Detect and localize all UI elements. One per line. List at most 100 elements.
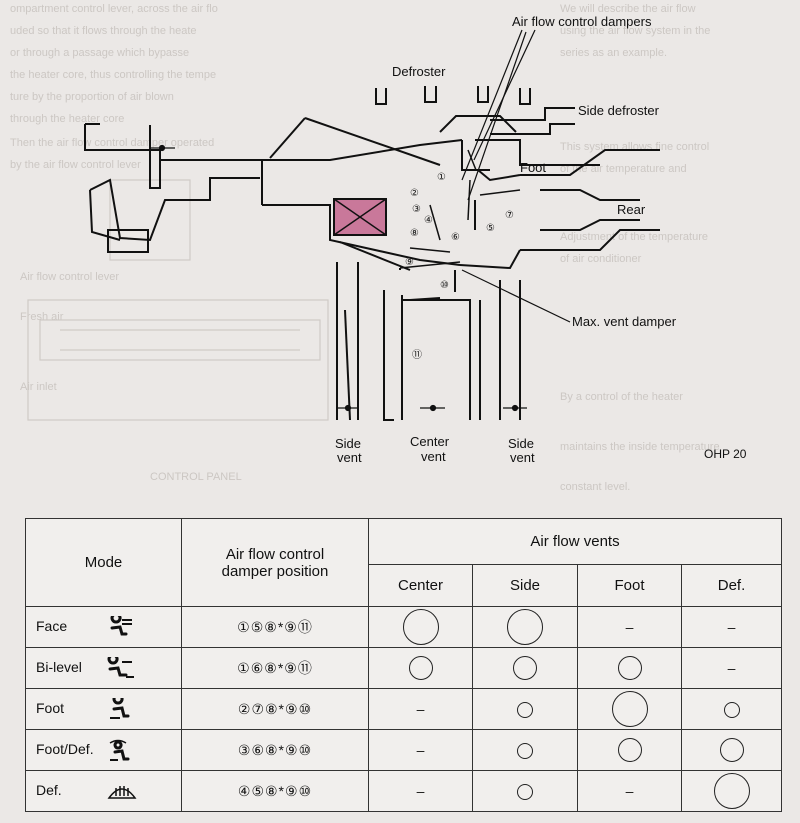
damper-number-10: ⑩: [440, 280, 449, 291]
mode-cell: Face: [25, 606, 182, 648]
center-header: Center: [368, 564, 473, 607]
svg-text:Then the air flow control damp: Then the air flow control damper operate…: [10, 137, 214, 149]
side-vent-cell: [472, 729, 578, 771]
svg-text:By a control of the heater: By a control of the heater: [560, 391, 683, 403]
damper-number-3: ③: [412, 204, 421, 215]
airflow-diagram: ompartment control lever, across the air…: [10, 3, 747, 493]
damper-position: ⑪: [297, 619, 313, 635]
small-circle-mark: [517, 701, 533, 718]
damper-position: ⑦: [251, 700, 265, 717]
vent-ducts: [336, 262, 521, 421]
leader-lines: [461, 29, 571, 323]
side-vent-cell: [472, 606, 578, 648]
damper-position: ⑨: [285, 700, 299, 717]
svg-text:or through a passage which byp: or through a passage which bypasse: [10, 47, 189, 59]
main-duct: [261, 117, 463, 271]
damper-position: ⑤: [251, 782, 265, 799]
side-vent-cell: [472, 647, 578, 689]
damper-position: ⑧*: [265, 782, 285, 799]
damper-position: ⑧*: [265, 741, 285, 758]
svg-text:uded so that it flows through: uded so that it flows through the heate: [10, 25, 197, 37]
vent-knobs: [150, 144, 527, 412]
svg-text:series as an example.: series as an example.: [560, 47, 667, 59]
damper-number-2: ②: [410, 188, 419, 199]
mode-name: Bi-level: [36, 658, 82, 675]
damper-position: ⑧*: [264, 660, 285, 676]
svg-text:We will describe the air flow: We will describe the air flow: [560, 3, 696, 15]
foot-header: Foot: [577, 564, 682, 607]
svg-text:maintains the inside temperatu: maintains the inside temperature: [560, 441, 720, 453]
foot-vent-cell: [577, 647, 682, 689]
damper-number-11: ⑪: [412, 349, 422, 361]
mode-name: Def.: [36, 781, 62, 798]
svg-text:of air conditioner: of air conditioner: [560, 253, 642, 265]
damper-position: ⑤: [250, 619, 265, 635]
damper-position: ⑨: [285, 782, 299, 799]
medium-circle-mark: [617, 738, 642, 762]
foot-vent-cell: –: [577, 606, 682, 648]
damper-position: ⑥: [250, 660, 265, 676]
damper-position: ⑩: [298, 741, 313, 758]
side-defroster-label: Side defroster: [578, 103, 660, 118]
svg-text:Air inlet: Air inlet: [20, 381, 57, 393]
side-vent-cell: [472, 770, 578, 812]
center-vent-cell: –: [368, 688, 473, 730]
none-mark: –: [625, 783, 634, 799]
mode-cell: Foot: [25, 688, 182, 730]
medium-circle-mark: [617, 656, 642, 680]
svg-text:through the heater core: through the heater core: [10, 113, 124, 125]
mode-cell: Foot/Def.: [25, 729, 182, 771]
blower-housing: [84, 123, 263, 253]
damper-number-1: ①: [437, 172, 446, 183]
svg-text:ompartment control lever, acro: ompartment control lever, across the air…: [10, 3, 218, 15]
def-vent-cell: [680, 688, 783, 730]
def-vent-cell: –: [680, 647, 783, 689]
large-circle-mark: [611, 691, 648, 727]
side-vent-right-label-2: vent: [510, 450, 535, 465]
svg-text:using the air flow system in t: using the air flow system in the: [560, 25, 710, 37]
svg-text:Adjustment of the temperature: Adjustment of the temperature: [560, 231, 708, 243]
damper-position: ⑩: [298, 782, 313, 799]
side-vent-cell: [472, 688, 578, 730]
damper-positions: ③⑥⑧*⑨⑩: [181, 729, 369, 771]
def-vent-cell: –: [680, 606, 783, 648]
small-circle-mark: [723, 701, 740, 718]
svg-text:constant level.: constant level.: [560, 481, 630, 493]
air-flow-vents-header: Air flow vents: [367, 518, 783, 565]
none-mark: –: [416, 742, 425, 758]
svg-text:Fresh air: Fresh air: [20, 311, 64, 323]
none-mark: –: [727, 619, 736, 635]
defroster-label: Defroster: [392, 64, 446, 79]
mode-name: Foot/Def.: [36, 740, 94, 757]
svg-text:ture by the proportion of air: ture by the proportion of air blown: [10, 91, 174, 103]
center-vent-cell: –: [368, 729, 473, 771]
damper-position: ⑨: [284, 660, 298, 676]
damper-position: ①: [237, 660, 251, 676]
svg-text:CONTROL PANEL: CONTROL PANEL: [150, 471, 242, 483]
damper-position: ⑥: [251, 741, 265, 758]
foot-vent-cell: [577, 688, 682, 730]
damper-box: [459, 139, 660, 270]
mode-row: Def.④⑤⑧*⑨⑩––: [25, 770, 783, 812]
damper-position: ①: [237, 619, 251, 635]
foot-mode-icon: [106, 693, 136, 719]
internal-dampers: [399, 149, 521, 269]
damper-position: ⑨: [284, 619, 298, 635]
center-vent-cell: [368, 647, 473, 689]
medium-circle-mark: [719, 738, 744, 762]
ref-code: OHP 20: [704, 447, 747, 461]
mode-cell: Bi-level: [25, 647, 182, 689]
mode-name: Foot: [36, 699, 65, 716]
svg-text:Air flow control lever: Air flow control lever: [20, 271, 119, 283]
bi-level-mode-icon: [106, 653, 136, 678]
foot-vent-cell: [577, 729, 682, 771]
side-vent-right-label-1: Side: [508, 436, 534, 451]
medium-circle-mark: [513, 656, 537, 680]
foot-vent-cell: –: [577, 770, 682, 812]
mode-header: Mode: [25, 518, 182, 607]
center-vent-label-1: Center: [410, 434, 450, 449]
